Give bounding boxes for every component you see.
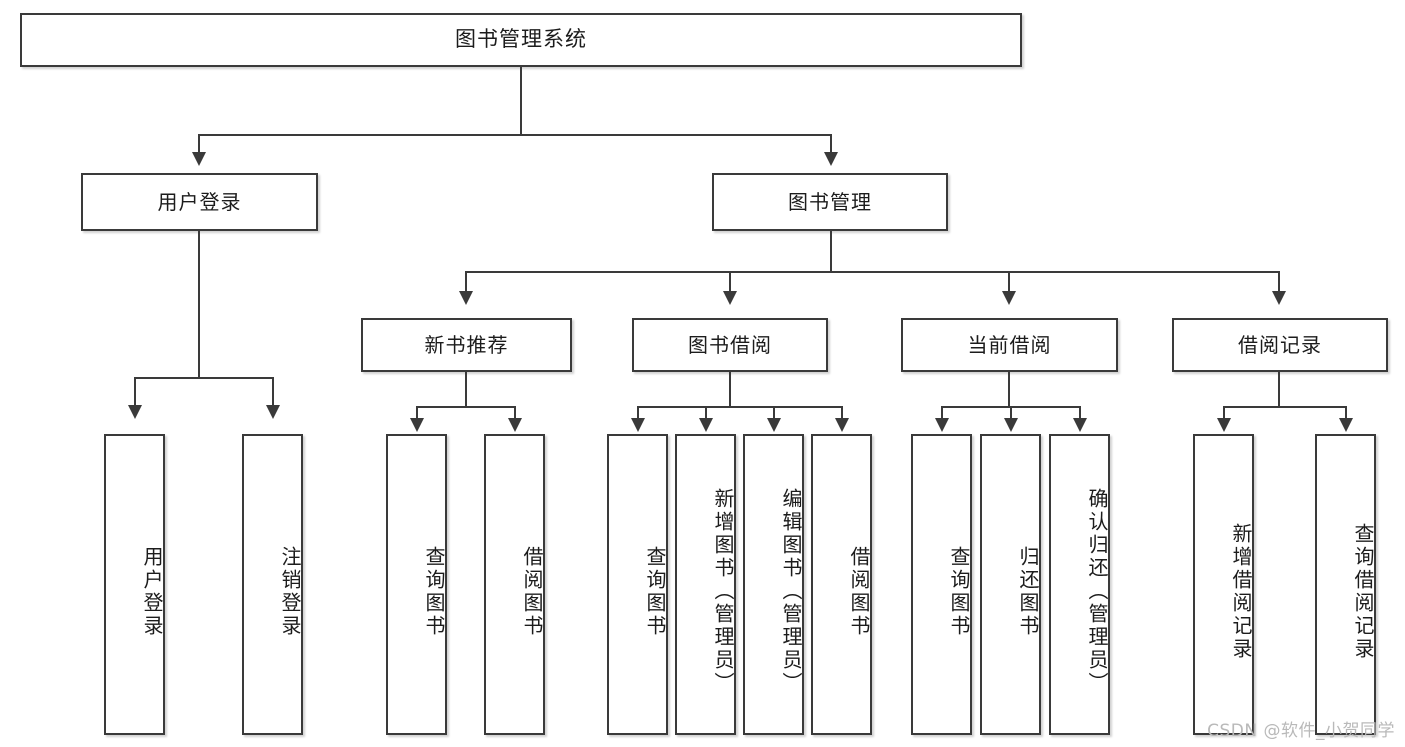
node-label: 新书推荐 [424, 333, 509, 357]
node-label: 查询图书 [643, 545, 667, 638]
connector-user-login-leaf-2 [272, 377, 274, 407]
node-label: 注销登录 [278, 545, 302, 638]
arrow-icon-bm-to-borrow-record [1272, 291, 1286, 305]
connector-book-management-bus [465, 271, 1280, 273]
arrow-icon-user-login-leaf-2 [266, 405, 280, 419]
connector-book-borrow-leaf-1 [637, 406, 639, 420]
node-label: 借阅图书 [520, 545, 544, 638]
node-label: 新增借阅记录 [1229, 522, 1253, 661]
node-user-login[interactable]: 用户登录 [81, 173, 318, 231]
arrow-icon-bm-to-book-borrow [723, 291, 737, 305]
connector-book-borrow-leaf-4 [841, 406, 843, 420]
connector-current-borrow-leaf-2 [1010, 406, 1012, 420]
node-borrow-record[interactable]: 借阅记录 [1172, 318, 1388, 372]
connector-book-borrow-bus [637, 406, 842, 408]
connector-borrow-record-leaf-2 [1345, 406, 1347, 420]
arrow-icon-borrow-record-leaf-1 [1217, 418, 1231, 432]
connector-bm-to-borrow-record [1278, 271, 1280, 293]
arrow-icon-root-to-book-management [824, 152, 838, 166]
connector-new-book-leaf-1 [416, 406, 418, 420]
node-book-borrow[interactable]: 图书借阅 [632, 318, 828, 372]
arrow-icon-current-borrow-leaf-3 [1073, 418, 1087, 432]
arrow-icon-current-borrow-leaf-2 [1004, 418, 1018, 432]
arrow-icon-current-borrow-leaf-1 [935, 418, 949, 432]
connector-bm-to-current-borrow [1008, 271, 1010, 293]
node-label: 查询图书 [947, 545, 971, 638]
watermark-text: CSDN @软件_小贺同学 [1207, 721, 1395, 741]
arrow-icon-book-borrow-leaf-2 [699, 418, 713, 432]
node-leaf-borrow-book-2[interactable]: 借阅图书 [811, 434, 872, 735]
connector-book-borrow-leaf-2 [705, 406, 707, 420]
connector-book-management-down [830, 231, 832, 273]
connector-user-login-leaf-1 [134, 377, 136, 407]
connector-borrow-record-bus [1223, 406, 1345, 408]
connector-new-book-bus [416, 406, 514, 408]
node-label: 当前借阅 [967, 333, 1052, 357]
node-label: 查询借阅记录 [1351, 522, 1375, 661]
node-root-system[interactable]: 图书管理系统 [20, 13, 1022, 67]
node-label: 借阅记录 [1238, 333, 1322, 357]
node-label: 图书管理系统 [455, 27, 587, 52]
connector-borrow-record-down [1278, 372, 1280, 408]
connector-root-to-user-login [198, 134, 200, 154]
connector-borrow-record-leaf-1 [1223, 406, 1225, 420]
arrow-icon-bm-to-current-borrow [1002, 291, 1016, 305]
connector-book-borrow-leaf-3 [773, 406, 775, 420]
arrow-icon-root-to-user-login [192, 152, 206, 166]
node-label: 用户登录 [157, 190, 242, 214]
node-label: 图书管理 [788, 190, 872, 214]
connector-bm-to-book-borrow [729, 271, 731, 293]
node-leaf-add-record[interactable]: 新增借阅记录 [1193, 434, 1254, 735]
connector-new-book-down [465, 372, 467, 408]
node-label: 新增图书（管理员） [711, 488, 735, 695]
node-leaf-borrow-book-1[interactable]: 借阅图书 [484, 434, 545, 735]
arrow-icon-bm-to-new-book [459, 291, 473, 305]
connector-new-book-leaf-2 [514, 406, 516, 420]
connector-user-login-down [198, 231, 200, 379]
connector-current-borrow-leaf-3 [1079, 406, 1081, 420]
node-book-management[interactable]: 图书管理 [712, 173, 948, 231]
node-leaf-edit-book[interactable]: 编辑图书（管理员） [743, 434, 804, 735]
arrow-icon-new-book-leaf-2 [508, 418, 522, 432]
node-leaf-query-book-3[interactable]: 查询图书 [911, 434, 972, 735]
connector-root-bus [198, 134, 832, 136]
node-leaf-query-record[interactable]: 查询借阅记录 [1315, 434, 1376, 735]
node-label: 查询图书 [422, 545, 446, 638]
arrow-icon-book-borrow-leaf-1 [631, 418, 645, 432]
arrow-icon-book-borrow-leaf-3 [767, 418, 781, 432]
connector-user-login-bus [134, 377, 272, 379]
node-label: 编辑图书（管理员） [779, 488, 803, 695]
connector-root-to-book-management [830, 134, 832, 154]
connector-root-down [520, 67, 522, 135]
node-new-book-recommend[interactable]: 新书推荐 [361, 318, 572, 372]
node-label: 确认归还（管理员） [1085, 488, 1109, 695]
node-label: 借阅图书 [847, 545, 871, 638]
node-leaf-query-book-1[interactable]: 查询图书 [386, 434, 447, 735]
arrow-icon-user-login-leaf-1 [128, 405, 142, 419]
arrow-icon-book-borrow-leaf-4 [835, 418, 849, 432]
node-leaf-user-logout[interactable]: 注销登录 [242, 434, 303, 735]
node-label: 图书借阅 [688, 333, 772, 357]
node-current-borrow[interactable]: 当前借阅 [901, 318, 1118, 372]
node-leaf-query-book-2[interactable]: 查询图书 [607, 434, 668, 735]
arrow-icon-new-book-leaf-1 [410, 418, 424, 432]
arrow-icon-borrow-record-leaf-2 [1339, 418, 1353, 432]
node-leaf-return-book[interactable]: 归还图书 [980, 434, 1041, 735]
node-label: 用户登录 [140, 545, 164, 638]
connector-current-borrow-down [1008, 372, 1010, 408]
connector-current-borrow-leaf-1 [941, 406, 943, 420]
node-leaf-user-login[interactable]: 用户登录 [104, 434, 165, 735]
connector-book-borrow-down [729, 372, 731, 408]
node-leaf-add-book[interactable]: 新增图书（管理员） [675, 434, 736, 735]
node-label: 归还图书 [1016, 545, 1040, 638]
connector-bm-to-new-book [465, 271, 467, 293]
node-leaf-confirm-return[interactable]: 确认归还（管理员） [1049, 434, 1110, 735]
